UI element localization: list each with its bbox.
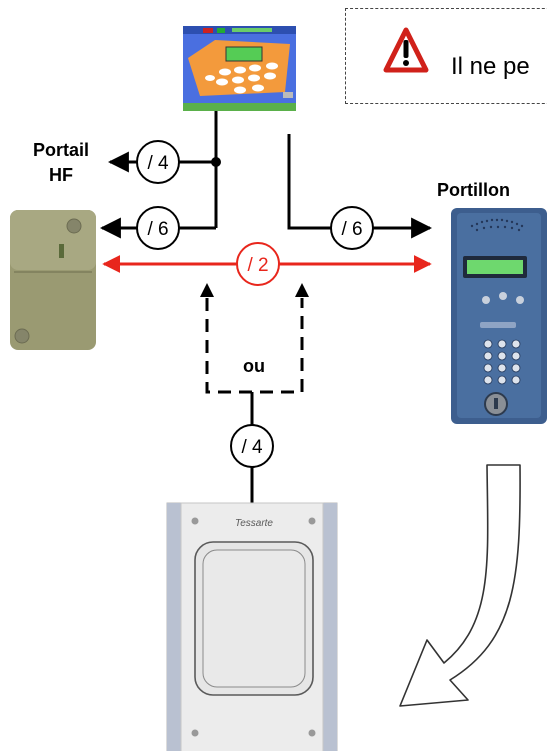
controller-board-icon <box>183 26 296 111</box>
portillon-wiring <box>287 134 433 239</box>
reader-brand-label: Tessarte <box>235 518 273 529</box>
card-reader-icon: Tessarte <box>166 502 338 751</box>
count-label: / 2 <box>247 255 268 276</box>
count-circle-portail-top: / 4 <box>136 140 180 184</box>
hf-receiver-icon <box>10 210 96 350</box>
up-arrow-left <box>200 283 214 297</box>
junction-dot <box>211 157 221 167</box>
dashed-alternative <box>205 298 304 394</box>
count-circle-portail-bottom: / 6 <box>136 206 180 250</box>
warning-text: Il ne pe <box>451 53 530 80</box>
count-circle-portillon: / 6 <box>330 206 374 250</box>
count-label: / 4 <box>241 437 263 458</box>
portail-label-line1: Portail <box>33 140 89 160</box>
count-circle-bus: / 2 <box>236 242 280 286</box>
count-circle-reader: / 4 <box>230 424 274 468</box>
up-arrow-right <box>295 283 309 297</box>
count-label: / 6 <box>147 219 168 240</box>
intercom-keypad-icon <box>451 208 547 424</box>
or-label: ou <box>243 356 265 376</box>
count-label: / 4 <box>147 153 169 174</box>
portillon-label: Portillon <box>437 180 510 200</box>
portail-label-line2: HF <box>49 165 73 185</box>
curved-return-arrow-icon <box>399 464 521 707</box>
warning-banner: Il ne pe <box>345 8 547 104</box>
warning-triangle-icon <box>383 27 429 73</box>
count-label: / 6 <box>341 219 362 240</box>
